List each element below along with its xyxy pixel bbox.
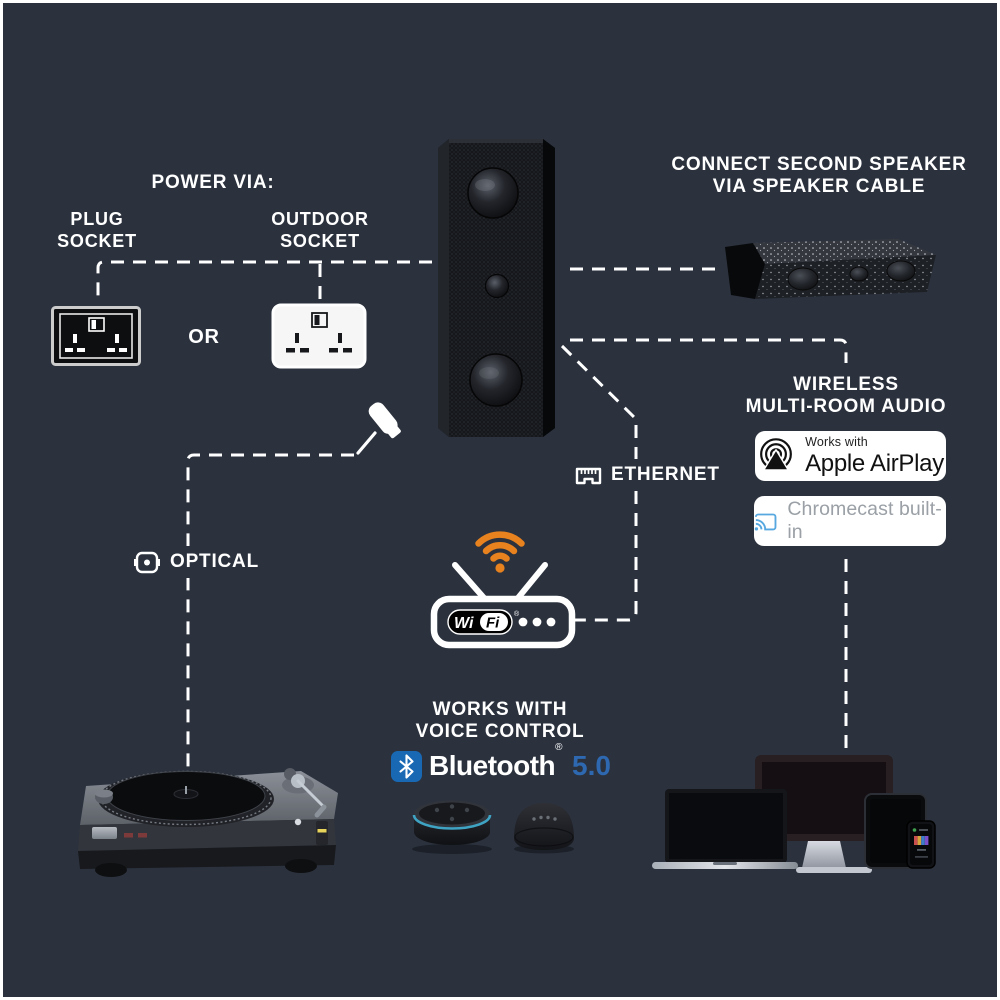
voice-control-title: WORKS WITH VOICE CONTROL [415,699,585,742]
echo-dot-image [412,800,492,854]
speaker-tweeter [484,273,510,299]
bluetooth-icon [391,750,423,782]
airplay-works-with: Works with [805,435,868,450]
second-speaker-title: CONNECT SECOND SPEAKER VIA SPEAKER CABLE [671,154,967,197]
outdoor-socket-icon [271,303,367,369]
turntable-tonearm [282,768,327,818]
turntable-pitch-slider [316,821,328,845]
optical-port-icon [134,551,160,574]
chromecast-icon [754,513,777,531]
ethernet-label: ETHERNET [567,459,728,491]
airplay-icon [760,438,792,471]
speaker-driver [467,167,519,219]
devices-group [652,755,936,873]
multiroom-line-top [570,338,848,363]
ethernet-port-icon [575,467,602,485]
turntable-start-button [92,827,117,839]
airplay-badge: Works with Apple AirPlay [755,431,946,481]
connector-lines [96,260,848,773]
laptop-image [652,789,798,869]
or-label: OR [188,326,220,348]
echo-buttons [434,804,470,822]
wifi-signal-icon [475,531,525,562]
plug-socket-label: PLUG SOCKET [57,209,137,251]
tower-speaker-image [438,139,555,437]
wifi-logo-wi: Wi [454,615,474,632]
power-line [96,260,432,302]
speaker-tweeter [849,266,869,282]
outdoor-socket-label: OUTDOOR SOCKET [271,209,369,251]
optical-line [186,453,354,773]
bluetooth-badge: Bluetooth® 5.0 [391,742,611,784]
bluetooth-label: Bluetooth® [429,742,563,781]
second-speaker-image [725,239,936,299]
chromecast-badge: Chromecast built-in [754,496,946,546]
power-via-title: POWER VIA: [151,172,275,193]
phone-album-art [914,836,929,845]
wifi-logo: Wi Fi ® [447,609,520,635]
wifi-logo-fi: Fi [486,615,500,632]
multiroom-title: WIRELESS MULTI-ROOM AUDIO [745,374,947,417]
router-antennas [452,562,548,601]
speaker-driver [469,353,523,407]
mini-dots [532,815,557,821]
speaker-driver [886,260,916,282]
bluetooth-version: 5.0 [572,750,611,781]
ethernet-line [560,344,638,622]
turntable-platter [98,770,274,827]
plug-socket-icon [51,306,141,366]
optical-label: OPTICAL [125,546,267,578]
speaker-driver [787,267,819,291]
router-status-dots [518,617,556,627]
chromecast-label: Chromecast built-in [787,498,942,543]
wifi-logo-reg: ® [514,610,520,618]
optical-cable-icon [356,402,401,455]
echo-light-ring [412,814,492,830]
phone-image [906,820,936,869]
airplay-label: Apple AirPlay [805,449,944,477]
wifi-router-icon: Wi Fi ® [430,531,576,649]
google-home-mini-image [514,803,574,854]
turntable-image [78,768,338,877]
